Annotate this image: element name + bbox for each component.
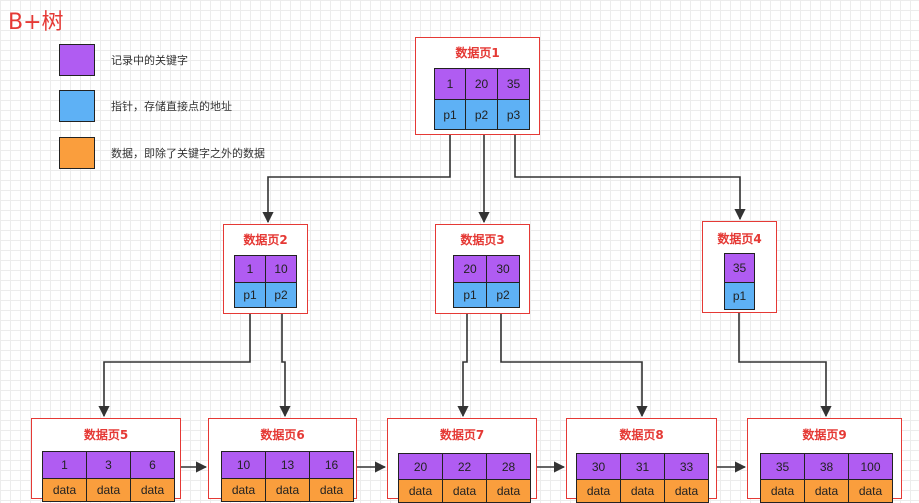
pointer-cell: p2 xyxy=(465,99,498,130)
data-cell: data xyxy=(664,479,709,503)
key-cell: 1 xyxy=(234,255,266,283)
data-page-6: 数据页6 10 13 16 data data data xyxy=(208,418,357,502)
key-cell: 35 xyxy=(497,68,530,100)
data-cell: data xyxy=(265,478,310,502)
key-cell: 10 xyxy=(265,255,297,283)
data-page-7: 数据页7 20 22 28 data data data xyxy=(387,418,537,503)
edge-page1-page2 xyxy=(262,128,451,224)
edge-page2-page6 xyxy=(279,308,291,418)
data-cell: data xyxy=(42,478,87,502)
data-page-3: 数据页3 20 30 p1 p2 xyxy=(435,224,530,314)
data-page-4: 数据页4 35 p1 xyxy=(702,221,777,313)
legend-data-label: 数据，即除了关键字之外的数据 xyxy=(111,147,265,160)
legend-pointer-label: 指针，存储直接点的地址 xyxy=(111,100,232,113)
key-cell: 6 xyxy=(130,451,175,479)
key-cell: 35 xyxy=(760,453,805,480)
key-cell: 22 xyxy=(442,453,487,480)
data-page-7-title: 数据页7 xyxy=(439,428,485,442)
data-page-9-title: 数据页9 xyxy=(802,428,847,442)
data-page-5-title: 数据页5 xyxy=(83,428,129,442)
edge-page4-page9 xyxy=(738,307,832,418)
pointer-cell: p2 xyxy=(486,282,520,308)
key-cell: 30 xyxy=(576,453,621,480)
data-page-5: 数据页5 1 3 6 data data data xyxy=(31,418,181,502)
key-cell: 3 xyxy=(86,451,131,479)
data-page-9: 数据页9 35 38 100 data data data xyxy=(747,418,902,503)
data-page-8-title: 数据页8 xyxy=(619,428,664,442)
data-cell: data xyxy=(130,478,175,502)
data-cell: data xyxy=(804,479,849,503)
data-cell: data xyxy=(848,479,893,503)
edge-page2-page5 xyxy=(98,308,251,418)
data-page-2-title: 数据页2 xyxy=(243,233,288,247)
key-cell: 20 xyxy=(453,255,487,283)
data-cell: data xyxy=(398,479,443,503)
pointer-cell: p2 xyxy=(265,282,297,308)
key-cell: 10 xyxy=(221,451,266,479)
data-page-1: 数据页1 1 20 35 p1 p2 p3 xyxy=(415,37,540,135)
legend-key-swatch xyxy=(59,44,95,76)
key-cell: 20 xyxy=(465,68,498,100)
legend-data-swatch xyxy=(59,137,95,169)
data-cell: data xyxy=(620,479,665,503)
key-cell: 35 xyxy=(724,253,755,283)
data-page-2: 数据页2 1 10 p1 p2 xyxy=(223,224,308,314)
data-page-1-title: 数据页1 xyxy=(455,46,500,60)
data-cell: data xyxy=(486,479,531,503)
key-cell: 100 xyxy=(848,453,893,480)
data-page-3-title: 数据页3 xyxy=(460,233,505,247)
key-cell: 13 xyxy=(265,451,310,479)
data-cell: data xyxy=(221,478,266,502)
edge-page3-page8 xyxy=(500,308,648,418)
key-cell: 38 xyxy=(804,453,849,480)
data-cell: data xyxy=(309,478,354,502)
data-cell: data xyxy=(442,479,487,503)
key-cell: 30 xyxy=(486,255,520,283)
key-cell: 33 xyxy=(664,453,709,480)
data-cell: data xyxy=(576,479,621,503)
data-page-6-title: 数据页6 xyxy=(260,428,305,442)
key-cell: 28 xyxy=(486,453,531,480)
pointer-cell: p1 xyxy=(234,282,266,308)
pointer-cell: p1 xyxy=(724,282,755,310)
edge-page1-page4 xyxy=(514,128,746,221)
data-cell: data xyxy=(86,478,131,502)
pointer-cell: p3 xyxy=(497,99,530,130)
key-cell: 16 xyxy=(309,451,354,479)
legend-pointer-swatch xyxy=(59,90,95,122)
pointer-cell: p1 xyxy=(453,282,487,308)
pointer-cell: p1 xyxy=(434,99,466,130)
data-page-4-title: 数据页4 xyxy=(717,232,762,246)
edge-page3-page7 xyxy=(457,308,469,418)
key-cell: 20 xyxy=(398,453,443,480)
key-cell: 31 xyxy=(620,453,665,480)
key-cell: 1 xyxy=(434,68,466,100)
key-cell: 1 xyxy=(42,451,87,479)
data-page-8: 数据页8 30 31 33 data data data xyxy=(566,418,717,503)
diagram-title: B+树 xyxy=(8,10,64,35)
data-cell: data xyxy=(760,479,805,503)
legend-key-label: 记录中的关键字 xyxy=(111,54,188,67)
